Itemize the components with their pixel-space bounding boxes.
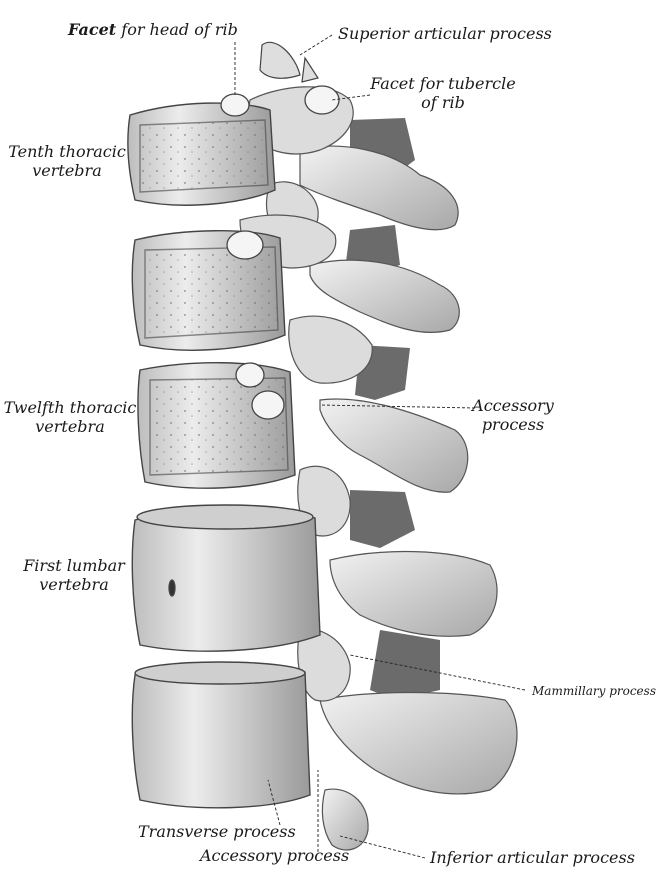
body-twelfth-thoracic bbox=[137, 362, 296, 489]
vertebral-bodies bbox=[127, 102, 321, 809]
label-facet-head-rib: Facet for head of rib bbox=[68, 20, 238, 39]
spinous-process-11 bbox=[309, 259, 460, 334]
label-accessory-process-bottom: Accessory process bbox=[200, 846, 350, 865]
label-inferior-articular: Inferior articular process bbox=[430, 848, 635, 867]
body-eleventh-thoracic bbox=[131, 230, 286, 351]
inferior-articular bbox=[321, 788, 369, 851]
spinous-process-l1 bbox=[329, 550, 498, 637]
label-transverse-process: Transverse process bbox=[138, 822, 296, 841]
label-mammillary-process: Mammillary process bbox=[532, 684, 656, 698]
body-first-lumbar bbox=[131, 504, 321, 652]
spinous-process-l2 bbox=[319, 691, 518, 795]
body-tenth-thoracic bbox=[127, 102, 276, 206]
body-second-lumbar bbox=[131, 661, 311, 809]
processes bbox=[299, 145, 518, 851]
leader-lines bbox=[234, 34, 526, 859]
pedicles bbox=[239, 86, 373, 702]
spinous-process-10 bbox=[299, 145, 459, 231]
label-superior-articular: Superior articular process bbox=[338, 24, 552, 43]
costal-facets bbox=[168, 85, 340, 597]
superior-articular-tip bbox=[259, 41, 301, 79]
spinous-process-12 bbox=[319, 398, 469, 493]
